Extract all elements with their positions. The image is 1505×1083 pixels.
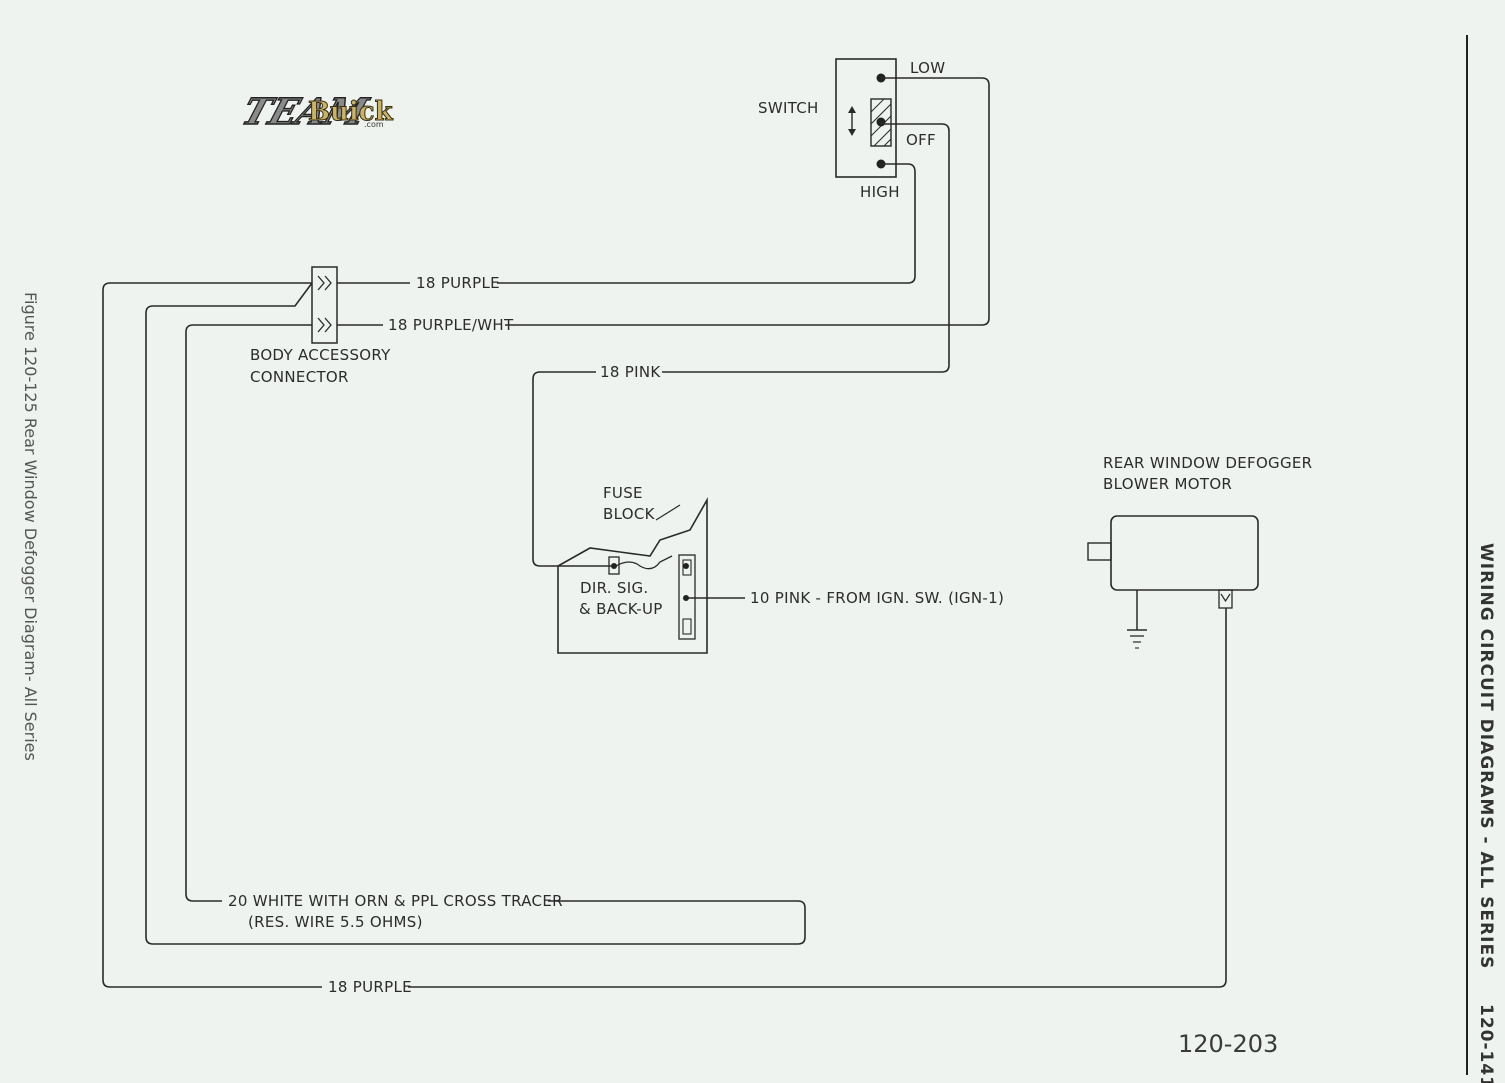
connector-pin-2-icon	[317, 317, 332, 333]
motor-label-line2: BLOWER MOTOR	[1103, 475, 1232, 493]
figure-caption: Figure 120-125 Rear Window Defogger Diag…	[21, 292, 40, 761]
fuse-block-outline	[557, 496, 708, 654]
logo-buick-text: Buick	[308, 97, 394, 127]
page-number: 120-203	[1178, 1030, 1278, 1058]
fuse-block-label-line2: BLOCK	[603, 505, 656, 523]
motor-terminal-icon	[1218, 589, 1233, 609]
connector-housing	[311, 266, 338, 344]
switch-off-label: OFF	[906, 131, 936, 149]
motor-body	[1110, 515, 1259, 591]
blower-motor: REAR WINDOW DEFOGGER BLOWER MOTOR	[1087, 454, 1312, 649]
fuse-label-line2: & BACK-UP	[579, 600, 663, 618]
body-accessory-connector: BODY ACCESSORY CONNECTOR	[250, 266, 391, 386]
connector-pin-1-icon	[317, 275, 332, 291]
wire-18-pink: 18 PINK	[532, 123, 950, 567]
switch-high-label: HIGH	[860, 183, 900, 201]
wire-label-18-purple-top: 18 PURPLE	[416, 274, 500, 292]
wire-20-white-resistance: 20 WHITE WITH ORN & PPL CROSS TRACER (RE…	[145, 282, 806, 945]
wire-18-purple-top: 18 PURPLE	[337, 163, 916, 292]
fuse-block: FUSE BLOCK DIR. SIG. & BACK-UP	[557, 484, 708, 654]
motor-shaft	[1087, 542, 1112, 561]
section-title: WIRING CIRCUIT DIAGRAMS - ALL SERIES	[1476, 543, 1496, 969]
section-page-number: 120-141	[1476, 1004, 1496, 1083]
fuse-block-label-line1: FUSE	[603, 484, 643, 502]
switch-title: SWITCH	[758, 99, 819, 117]
wire-18-purple-wht: 18 PURPLE/WHT	[337, 77, 990, 334]
motor-label-line1: REAR WINDOW DEFOGGER	[1103, 454, 1312, 472]
connector-label-line1: BODY ACCESSORY	[250, 346, 391, 364]
wire-label-18-purple-wht: 18 PURPLE/WHT	[388, 316, 514, 334]
fuse-clip-strip	[678, 554, 696, 640]
switch-direction-arrow-icon	[848, 106, 856, 136]
wire-label-20-white-line2: (RES. WIRE 5.5 OHMS)	[248, 913, 423, 931]
wire-label-18-purple-bottom: 18 PURPLE	[328, 978, 412, 996]
logo-domain-text: .com	[364, 120, 384, 129]
switch: SWITCH LOW OFF HIGH	[758, 58, 945, 201]
switch-low-label: LOW	[910, 59, 945, 77]
wire-18-purple-bottom: 18 PURPLE	[102, 282, 1227, 996]
connector-label-line2: CONNECTOR	[250, 368, 349, 386]
switch-terminal-off	[876, 117, 886, 127]
team-buick-logo: TEAM Buick .com	[236, 89, 394, 133]
fuse-label-line1: DIR. SIG.	[580, 579, 648, 597]
logo-team-text: TEAM	[237, 90, 374, 133]
wire-10-pink-ign: 10 PINK - FROM IGN. SW. (IGN-1)	[686, 589, 1004, 607]
wire-label-20-white-line1: 20 WHITE WITH ORN & PPL CROSS TRACER	[228, 892, 563, 910]
switch-slider	[870, 98, 892, 147]
switch-housing	[835, 58, 897, 178]
ground-icon	[1127, 629, 1147, 649]
fuse-dir-sig-back-up	[608, 556, 620, 575]
wire-label-18-pink: 18 PINK	[600, 363, 661, 381]
wire-label-10-pink-ign: 10 PINK - FROM IGN. SW. (IGN-1)	[750, 589, 1004, 607]
